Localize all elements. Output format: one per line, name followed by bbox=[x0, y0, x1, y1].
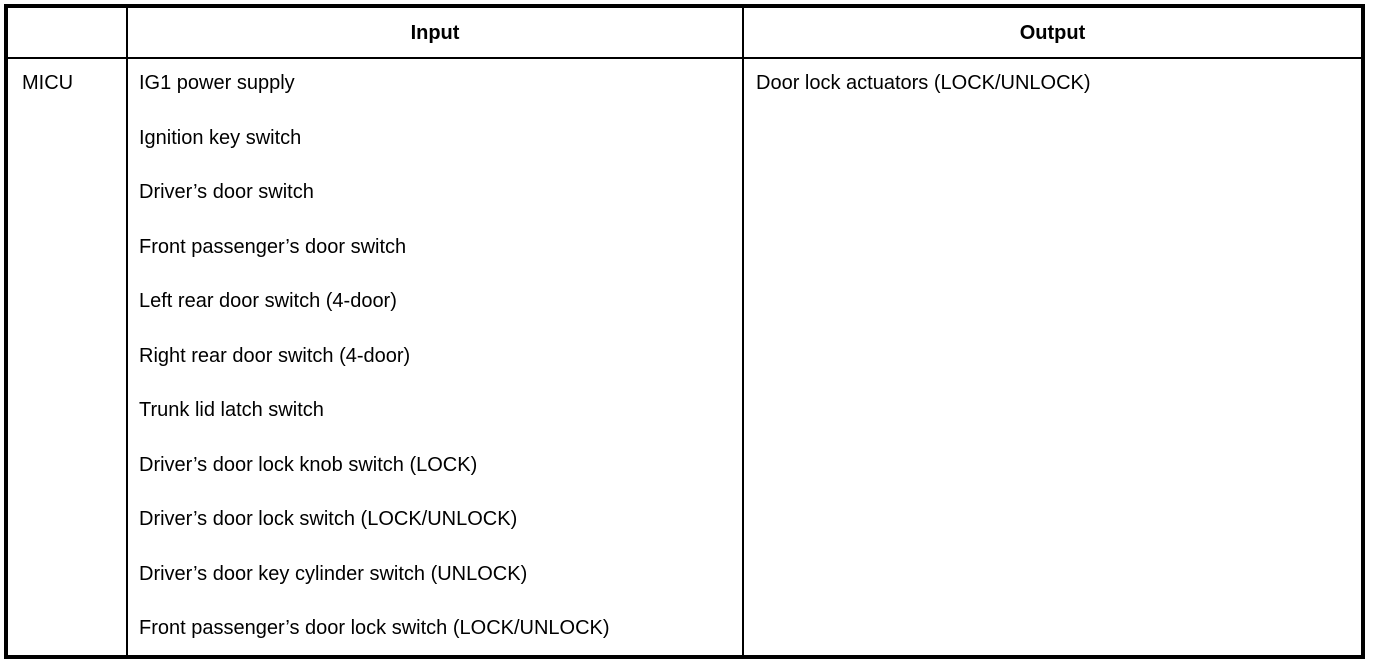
input-item: Driver’s door switch bbox=[139, 181, 314, 203]
output-cell: Door lock actuators (LOCK/UNLOCK) bbox=[744, 59, 1361, 655]
output-list: Door lock actuators (LOCK/UNLOCK) bbox=[756, 72, 1353, 94]
input-item: Trunk lid latch switch bbox=[139, 399, 324, 421]
input-item: Right rear door switch (4-door) bbox=[139, 344, 411, 367]
output-item: Door lock actuators (LOCK/UNLOCK) bbox=[756, 72, 1091, 94]
input-item: IG1 power supply bbox=[139, 72, 295, 94]
input-item: Left rear door switch (4-door) bbox=[139, 290, 397, 312]
header-input-cell: Input bbox=[128, 8, 744, 59]
header-unit-cell bbox=[8, 8, 128, 59]
unit-cell: MICU bbox=[8, 59, 128, 655]
input-item: Driver’s door lock knob switch (LOCK) bbox=[139, 453, 478, 476]
input-item: Driver’s door lock switch (LOCK/UNLOCK) bbox=[139, 508, 518, 530]
input-item: Front passenger’s door switch bbox=[139, 235, 407, 258]
input-item: Driver’s door key cylinder switch (UNLOC… bbox=[139, 562, 528, 585]
header-output-cell: Output bbox=[744, 8, 1361, 59]
input-item: Front passenger’s door lock switch (LOCK… bbox=[139, 617, 610, 639]
input-item: Ignition key switch bbox=[139, 126, 302, 149]
